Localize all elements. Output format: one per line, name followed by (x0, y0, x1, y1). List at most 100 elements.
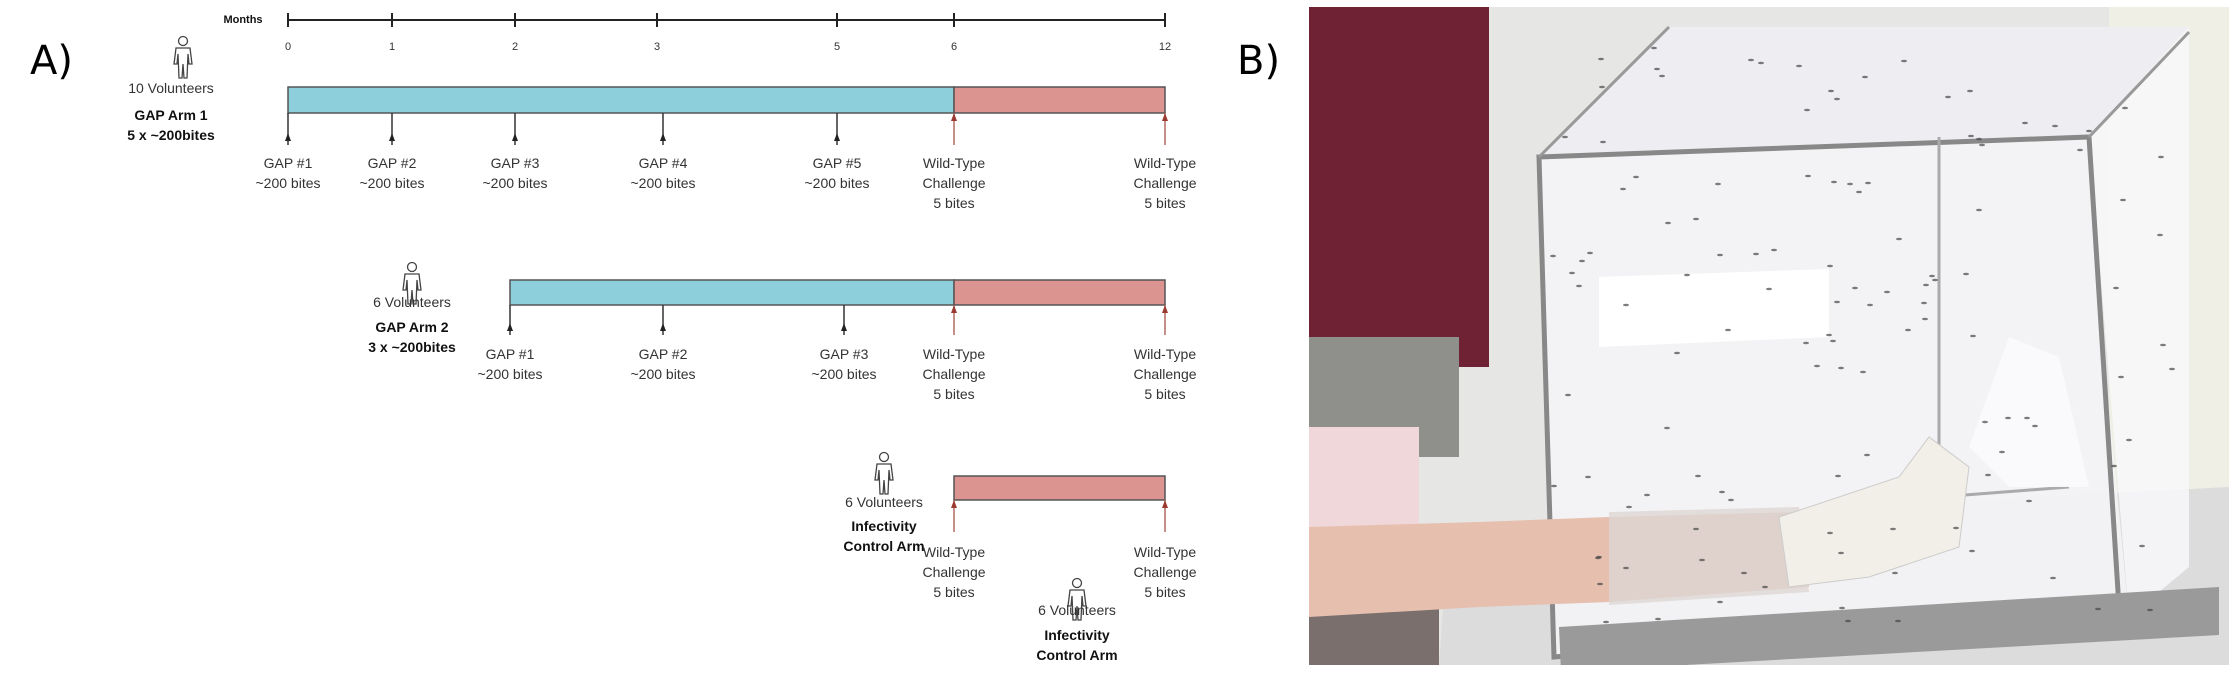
mosquito (1895, 619, 1901, 623)
mosquito (2113, 286, 2119, 290)
mosquito (1847, 182, 1853, 186)
arrow-head (951, 113, 957, 121)
arrow-head (1162, 305, 1168, 313)
arm2-name: GAP Arm 2 (375, 319, 449, 335)
mosquito (1699, 558, 1705, 562)
arrow-head (507, 323, 513, 331)
arrow-head (841, 323, 847, 331)
mosquito (2050, 576, 2056, 580)
mosquito (1982, 420, 1988, 424)
mosquito (1838, 366, 1844, 370)
mosquito (1600, 140, 1606, 144)
mosquito (1664, 426, 1670, 430)
mosquito (1603, 620, 1609, 624)
arm4-volunteers: 6 Volunteers (1038, 602, 1116, 618)
mosquito (1839, 606, 1845, 610)
axis-tick-label: 2 (511, 41, 519, 53)
mosquito (2147, 608, 2153, 612)
arrow-head (285, 133, 291, 141)
event-label-line1: GAP #3 (819, 346, 869, 362)
mosquito (1921, 301, 1927, 305)
arm3-challenge-phase-bar (953, 475, 1166, 501)
mosquito (2120, 198, 2126, 202)
mosquito (1599, 85, 1605, 89)
arrow-head (660, 133, 666, 141)
mosquito (1838, 551, 1844, 555)
event-label-line2: ~200 bites (255, 175, 321, 191)
event-label-line1: GAP #2 (367, 155, 417, 171)
mosquito (1659, 74, 1665, 78)
axis-tick-label: 0 (284, 41, 292, 53)
mosquito (1550, 254, 1556, 258)
axis-tick-label: 3 (653, 41, 661, 53)
event-label-line3: 5 bites (1144, 386, 1186, 402)
event-label-line2: ~200 bites (630, 366, 696, 382)
mosquito (1626, 505, 1632, 509)
person-icon (402, 261, 422, 305)
event-label-line1: GAP #1 (485, 346, 535, 362)
event-label-line2: Challenge (1133, 366, 1197, 382)
mosquito (1828, 89, 1834, 93)
mosquito (1835, 474, 1841, 478)
arm3-name-2: Control Arm (843, 538, 925, 554)
mosquito (1762, 585, 1768, 589)
event-label-line1: Wild-Type (1133, 155, 1197, 171)
mosquito (1805, 174, 1811, 178)
mosquito (1585, 475, 1591, 479)
arm1-volunteers: 10 Volunteers (128, 80, 214, 96)
mosquito (1693, 217, 1699, 221)
mosquito (1620, 187, 1626, 191)
mosquito (1901, 59, 1907, 63)
arm1-gap-phase-bar (287, 86, 955, 114)
mosquito (1922, 317, 1928, 321)
mosquito (1864, 453, 1870, 457)
mosquito-cage-photo (1309, 7, 2229, 665)
mosquito (1595, 556, 1601, 560)
event-label-line2: Challenge (922, 564, 986, 580)
mosquito (1896, 237, 1902, 241)
event-label-line3: 5 bites (933, 195, 975, 211)
mosquito (1655, 617, 1661, 621)
mosquito (1758, 61, 1764, 65)
mosquito (1834, 300, 1840, 304)
mosquito (1968, 134, 1974, 138)
mosquito (1562, 135, 1568, 139)
axis-title: Months (223, 14, 263, 26)
axis-tick-label: 12 (1158, 41, 1172, 53)
mosquito (1715, 182, 1721, 186)
mosquito (1587, 251, 1593, 255)
mosquito (1717, 253, 1723, 257)
mosquito (1565, 393, 1571, 397)
arrow-head (512, 133, 518, 141)
mosquito (1976, 208, 1982, 212)
event-label-line2: ~200 bites (477, 366, 543, 382)
mosquito (1979, 143, 1985, 147)
mosquito (1725, 328, 1731, 332)
mosquito (1684, 273, 1690, 277)
mosquito (2158, 155, 2164, 159)
mosquito (1695, 474, 1701, 478)
arm1-challenge-phase-bar (953, 86, 1166, 114)
arm3-name: Infectivity (851, 518, 917, 534)
arm1-name: GAP Arm 1 (134, 107, 208, 123)
mosquito (1856, 190, 1862, 194)
event-label-line3: 5 bites (1144, 195, 1186, 211)
arrow-head (660, 323, 666, 331)
mosquito (1852, 286, 1858, 290)
event-label-line3: 5 bites (933, 584, 975, 600)
event-label-line2: ~200 bites (359, 175, 425, 191)
mosquito (2111, 464, 2117, 468)
mosquito (1623, 303, 1629, 307)
event-label-line1: GAP #1 (263, 155, 313, 171)
mosquito (1970, 334, 1976, 338)
mosquito (1771, 248, 1777, 252)
mosquito (1976, 137, 1982, 141)
event-label-line2: Challenge (922, 366, 986, 382)
mosquito (2005, 416, 2011, 420)
mosquito (1598, 57, 1604, 61)
mosquito (1569, 271, 1575, 275)
mosquito (2086, 129, 2092, 133)
arm2-challenge-phase-bar (953, 279, 1166, 306)
mosquito (1892, 571, 1898, 575)
person-icon (1067, 577, 1087, 621)
